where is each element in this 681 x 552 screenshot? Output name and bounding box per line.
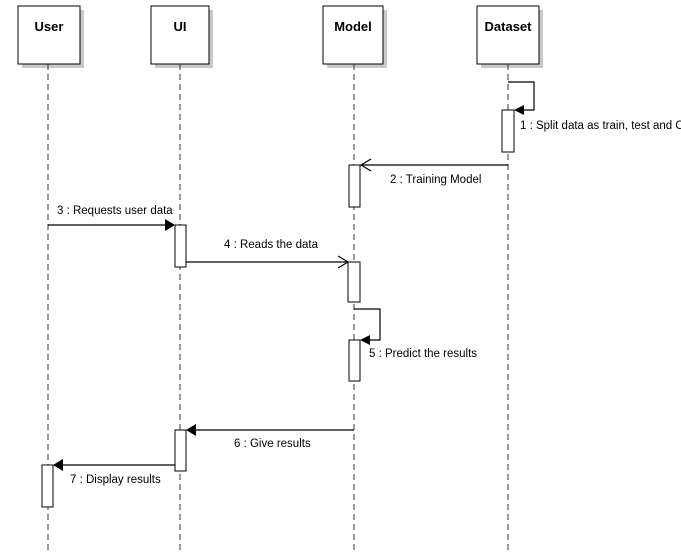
message-1-label: 1 : Split data as train, test and CV [520,120,681,132]
message-2-arrowhead [359,158,372,172]
activation-user [41,464,54,508]
activation-model-2 [347,261,361,303]
message-6: 6 : Give results [186,424,354,450]
message-2-label: 2 : Training Model [390,174,481,186]
message-7-arrowhead [53,459,63,471]
activation-model-1 [348,164,361,208]
message-7-label: 7 : Display results [70,474,161,486]
participant-model-label: Model [334,19,372,34]
participant-ui-box [150,5,210,65]
participant-ui-label: UI [174,19,187,34]
message-5-arrowhead [360,335,370,345]
message-5: 5 : Predict the results [354,308,477,360]
participant-user: User [17,5,84,68]
participant-model: Model [322,5,387,68]
participant-user-box [17,5,81,65]
message-4-label: 4 : Reads the data [224,239,319,251]
message-5-label: 5 : Predict the results [369,348,477,360]
message-3-label: 3 : Requests user data [57,205,173,217]
participant-dataset: Dataset [476,5,543,68]
message-1-line [508,81,535,111]
message-6-label: 6 : Give results [234,438,311,450]
participant-dataset-box [476,5,540,65]
message-1: 1 : Split data as train, test and CV [508,81,681,132]
message-4-arrowhead [337,255,350,269]
message-7: 7 : Display results [53,459,175,486]
message-3: 3 : Requests user data [48,205,175,231]
activation-model-3 [348,339,361,382]
message-3-arrowhead [165,219,175,231]
message-5-line [354,308,381,341]
message-4: 4 : Reads the data [186,239,350,269]
message-2: 2 : Training Model [359,158,508,186]
message-1-arrowhead [514,105,524,115]
participant-dataset-label: Dataset [485,19,533,34]
participant-user-label: User [35,19,64,34]
participant-model-box [322,5,384,65]
activation-ui-2 [174,429,187,472]
activation-dataset [501,109,515,153]
message-6-arrowhead [186,424,196,436]
participant-ui: UI [150,5,213,68]
activation-ui-1 [174,224,187,268]
